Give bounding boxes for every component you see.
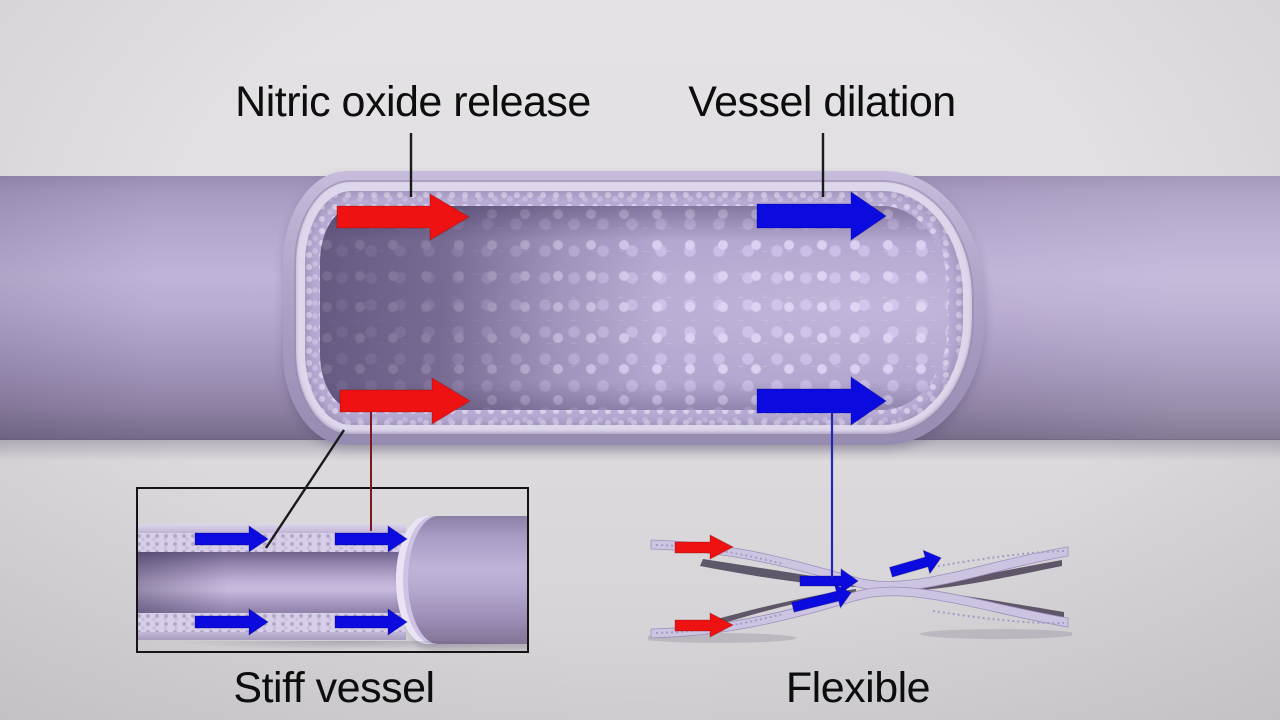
wall-texture — [932, 550, 1065, 568]
flexible-shadow — [920, 629, 1072, 639]
label-stiff-vessel: Stiff vessel — [233, 664, 435, 712]
flow-arrow-icon — [791, 583, 852, 613]
stiff-granular-wall-top — [138, 533, 406, 552]
label-vessel-dilation: Vessel dilation — [688, 78, 956, 126]
lumen-shadow — [700, 559, 856, 587]
stiff-vessel-shadow — [168, 641, 498, 650]
stiff-outer-wall-bottom — [138, 632, 406, 640]
label-nitric-oxide-release: Nitric oxide release — [235, 78, 591, 126]
wall-texture — [932, 610, 1065, 625]
flexible-vessel-illustration — [648, 534, 1072, 643]
flexible-bottom-wall — [650, 586, 1069, 639]
lumen-shadow — [862, 560, 1062, 591]
stiff-vessel-solid-tube — [396, 516, 527, 644]
stiff-granular-wall-bottom — [138, 613, 406, 632]
stiff-outer-wall-top — [138, 524, 406, 533]
flow-arrow-icon — [799, 568, 859, 594]
vessel-cutaway — [296, 182, 972, 434]
wall-texture — [655, 544, 784, 565]
stiff-vessel-inset — [136, 487, 529, 653]
vessel-lumen-blood-cells — [320, 206, 948, 410]
flexible-top-wall — [650, 539, 1069, 592]
wall-texture — [655, 613, 784, 634]
lumen-shadow — [710, 589, 856, 626]
lumen-shadow — [862, 588, 1064, 618]
stiff-lumen — [138, 552, 406, 613]
flow-arrow-icon — [674, 534, 735, 560]
flow-arrow-icon — [889, 549, 942, 578]
flexible-shadow — [648, 633, 796, 643]
flow-arrow-icon — [674, 612, 735, 638]
stiff-vessel-cutaway — [138, 524, 406, 640]
label-flexible: Flexible — [785, 664, 931, 712]
